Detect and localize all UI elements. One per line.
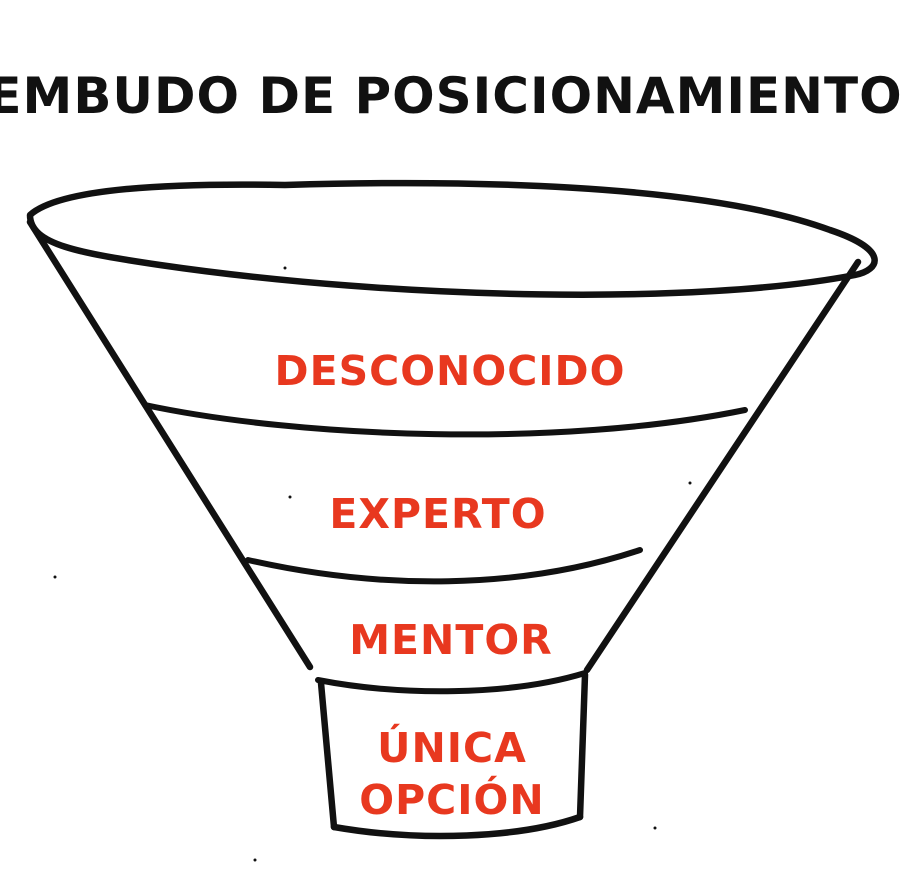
spout-top <box>315 670 588 695</box>
speck <box>688 481 692 485</box>
stage-label-line: ÚNICA <box>377 724 527 772</box>
funnel-outline <box>26 179 878 840</box>
speck <box>283 266 287 270</box>
funnel-left-side <box>26 218 314 671</box>
stage-divider-1 <box>142 402 748 438</box>
speck <box>253 858 257 862</box>
spout-right-side <box>576 671 589 821</box>
spout-left-side <box>317 679 338 831</box>
stage-label-experto: EXPERTO <box>329 490 546 538</box>
sketch-specks <box>53 266 692 862</box>
stage-divider-2 <box>245 547 643 585</box>
stage-label-mentor: MENTOR <box>349 616 553 664</box>
speck <box>653 826 657 830</box>
speck <box>288 495 292 499</box>
stage-label-line: OPCIÓN <box>359 776 544 824</box>
funnel-right-side <box>583 258 862 674</box>
speck <box>53 575 57 579</box>
stage-label-line: DESCONOCIDO <box>275 347 626 395</box>
stage-label-desconocido: DESCONOCIDO <box>275 347 626 395</box>
funnel-rim <box>26 179 878 298</box>
stage-label-line: MENTOR <box>349 616 553 664</box>
stage-label-line: EXPERTO <box>329 490 546 538</box>
diagram-title: EMBUDO DE POSICIONAMIENTO <box>0 67 900 125</box>
spout-bottom <box>330 813 584 840</box>
